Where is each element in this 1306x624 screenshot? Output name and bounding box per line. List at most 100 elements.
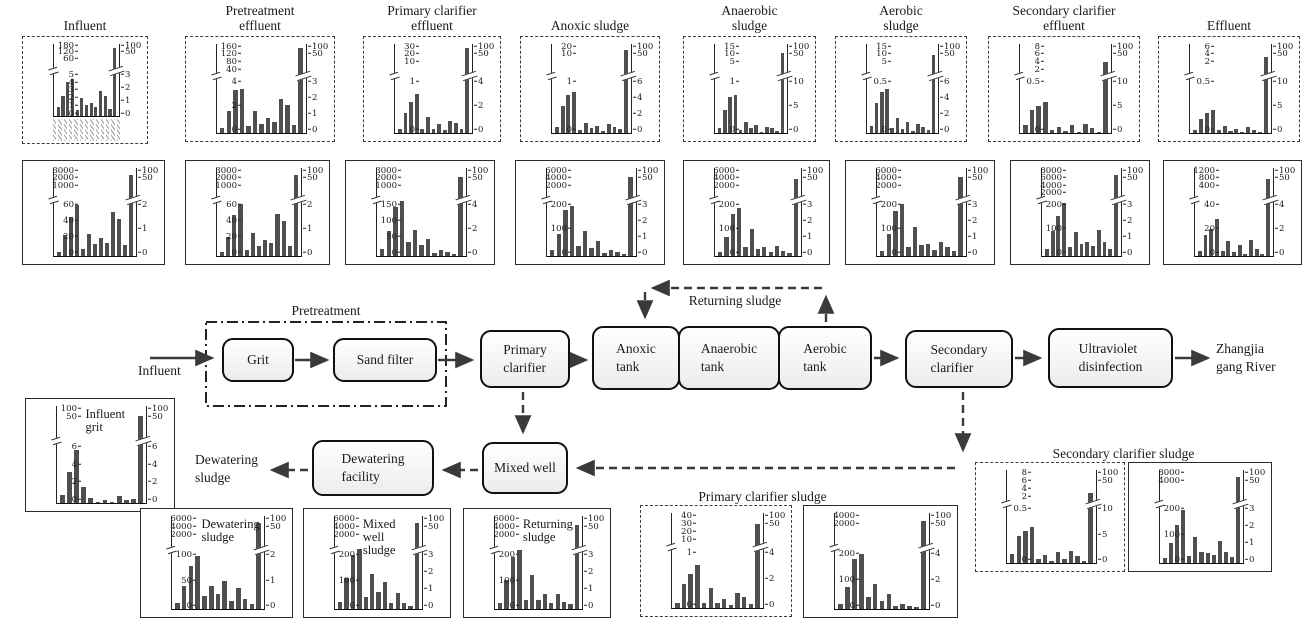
bar [744, 122, 748, 133]
bar [1249, 240, 1253, 256]
chart-title-anoxic-sludge: Anoxic sludge [550, 18, 630, 34]
pretreatment-frame [205, 321, 447, 407]
bar [1079, 243, 1084, 256]
bar [86, 234, 92, 256]
bar [293, 175, 299, 256]
bar [906, 247, 911, 256]
bar [1246, 126, 1251, 133]
bar [409, 101, 413, 133]
bar [723, 109, 727, 133]
bar [238, 204, 243, 256]
bar [1042, 554, 1048, 563]
plot-area [389, 44, 478, 134]
chart-title-pretreatment-effluent: Pretreatment effluent [225, 3, 295, 34]
bar [98, 90, 103, 116]
bars [217, 44, 306, 133]
node-secondary-clarifier: Secondary clarifier [905, 330, 1013, 388]
bar [1043, 101, 1048, 133]
bar [1214, 219, 1219, 256]
bar [754, 125, 759, 133]
bar [226, 236, 231, 256]
bar [344, 578, 349, 609]
bar [244, 249, 249, 256]
bar [542, 594, 548, 609]
bar [1056, 126, 1062, 133]
bar [229, 600, 234, 609]
bar [81, 487, 87, 503]
bar [1235, 476, 1241, 563]
bar [569, 205, 575, 256]
bar [116, 496, 122, 503]
bar [419, 245, 424, 256]
bars [715, 44, 787, 133]
bar [406, 241, 411, 256]
bar [62, 234, 68, 256]
bar [74, 449, 80, 503]
bar [80, 248, 86, 256]
bar [921, 520, 926, 609]
bar [595, 125, 600, 133]
bar [278, 99, 284, 133]
plot-area: Mixed well sludge [329, 516, 428, 610]
bar [259, 124, 264, 133]
bar [907, 606, 913, 609]
bars [172, 516, 264, 609]
bar [80, 98, 84, 116]
bar [215, 594, 221, 609]
node-dewatering-facility: Dewatering facility [312, 440, 434, 496]
chart-title-primary-clarifier-effluent: Primary clarifier effluent [387, 3, 477, 34]
bar [738, 130, 743, 133]
bar [137, 415, 143, 503]
bar [624, 50, 629, 133]
bar [252, 110, 258, 133]
bar [1091, 246, 1095, 256]
bar [1049, 130, 1055, 133]
bar [285, 105, 290, 133]
bar [453, 123, 458, 133]
bar [1187, 555, 1192, 563]
bar [128, 175, 134, 256]
plot-area: Influent grit [51, 406, 152, 504]
bar [958, 176, 963, 256]
bar [858, 554, 864, 609]
bar [905, 122, 910, 133]
bar [1075, 555, 1080, 563]
bar [560, 106, 565, 133]
bar [919, 245, 924, 256]
node-aerobic-tank: Aerobic tank [778, 326, 872, 390]
bar [770, 127, 774, 133]
bar [263, 240, 268, 256]
bar [67, 471, 73, 503]
bar [1169, 543, 1174, 563]
bar [110, 212, 116, 256]
bar [572, 92, 577, 133]
bar [1229, 557, 1234, 563]
node-uv-disinfection: Ultraviolet disinfection [1048, 328, 1173, 388]
bar [298, 48, 303, 133]
bar [931, 54, 936, 133]
node-anoxic-tank: Anoxic tank [592, 326, 680, 390]
bar [708, 588, 714, 608]
